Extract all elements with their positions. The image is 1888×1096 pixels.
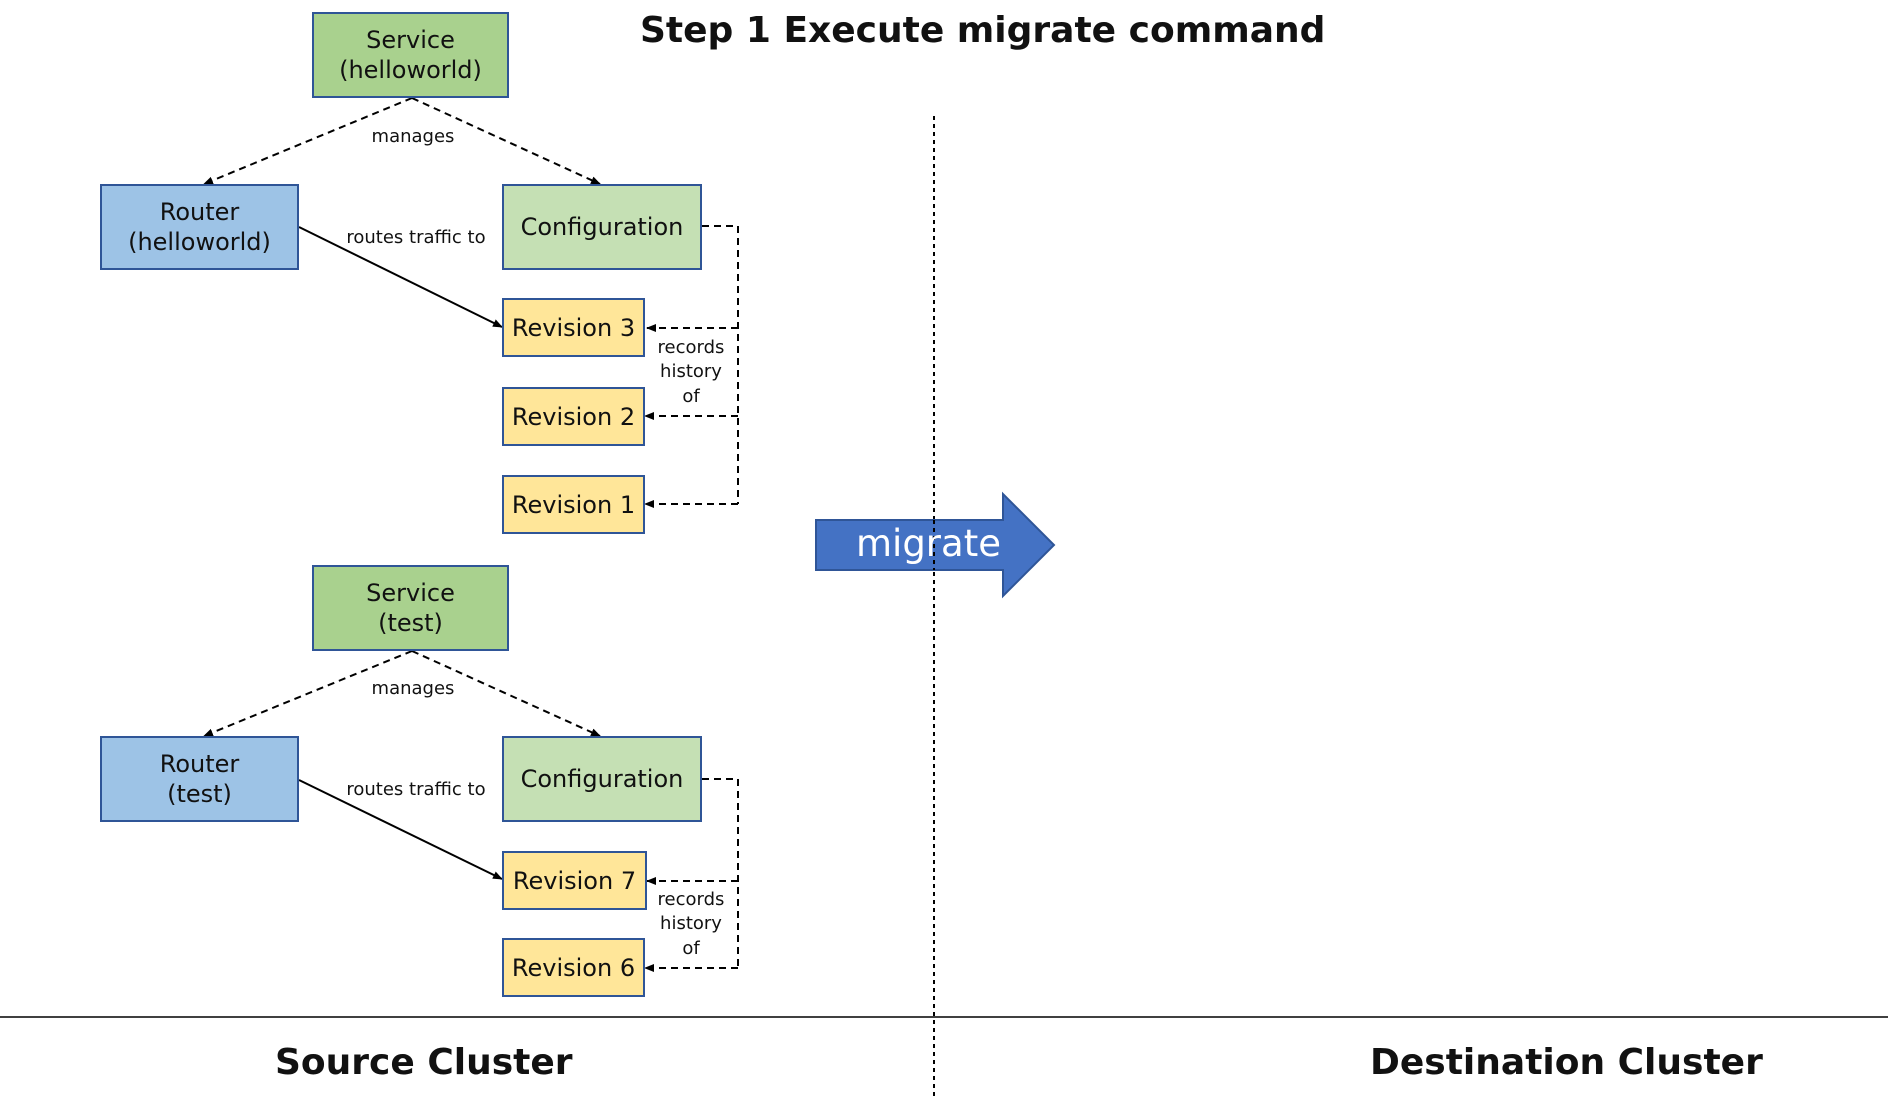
routes-edge-1	[298, 226, 503, 328]
revision-box: Revision 3	[502, 298, 645, 357]
source-cluster-label: Source Cluster	[275, 1042, 573, 1083]
records-history-label: records history of	[657, 889, 725, 959]
routes-traffic-label: routes traffic to	[346, 227, 486, 248]
destination-cluster-label: Destination Cluster	[1370, 1042, 1763, 1083]
records-history-label: records history of	[657, 337, 725, 407]
manages-edge-router-2	[203, 650, 413, 737]
manages-edge-router-1	[203, 97, 413, 185]
revision-box: Revision 6	[502, 938, 645, 997]
routes-traffic-label: routes traffic to	[346, 779, 486, 800]
router-box: Router (test)	[100, 736, 299, 822]
page-title: Step 1 Execute migrate command	[640, 10, 1326, 51]
configuration-box: Configuration	[502, 736, 702, 822]
manages-label: manages	[371, 126, 455, 147]
manages-edge-config-1	[411, 97, 601, 185]
service-box: Service (helloworld)	[312, 12, 509, 98]
manages-label: manages	[371, 678, 455, 699]
records-bracket-2	[702, 778, 739, 968]
router-box: Router (helloworld)	[100, 184, 299, 270]
manages-edge-config-2	[411, 650, 601, 737]
revision-box: Revision 7	[502, 851, 647, 910]
records-bracket-1	[702, 225, 739, 504]
configuration-box: Configuration	[502, 184, 702, 270]
migrate-label: migrate	[856, 522, 1001, 565]
service-box: Service (test)	[312, 565, 509, 651]
routes-edge-2	[298, 779, 503, 880]
revision-box: Revision 1	[502, 475, 645, 534]
revision-box: Revision 2	[502, 387, 645, 446]
